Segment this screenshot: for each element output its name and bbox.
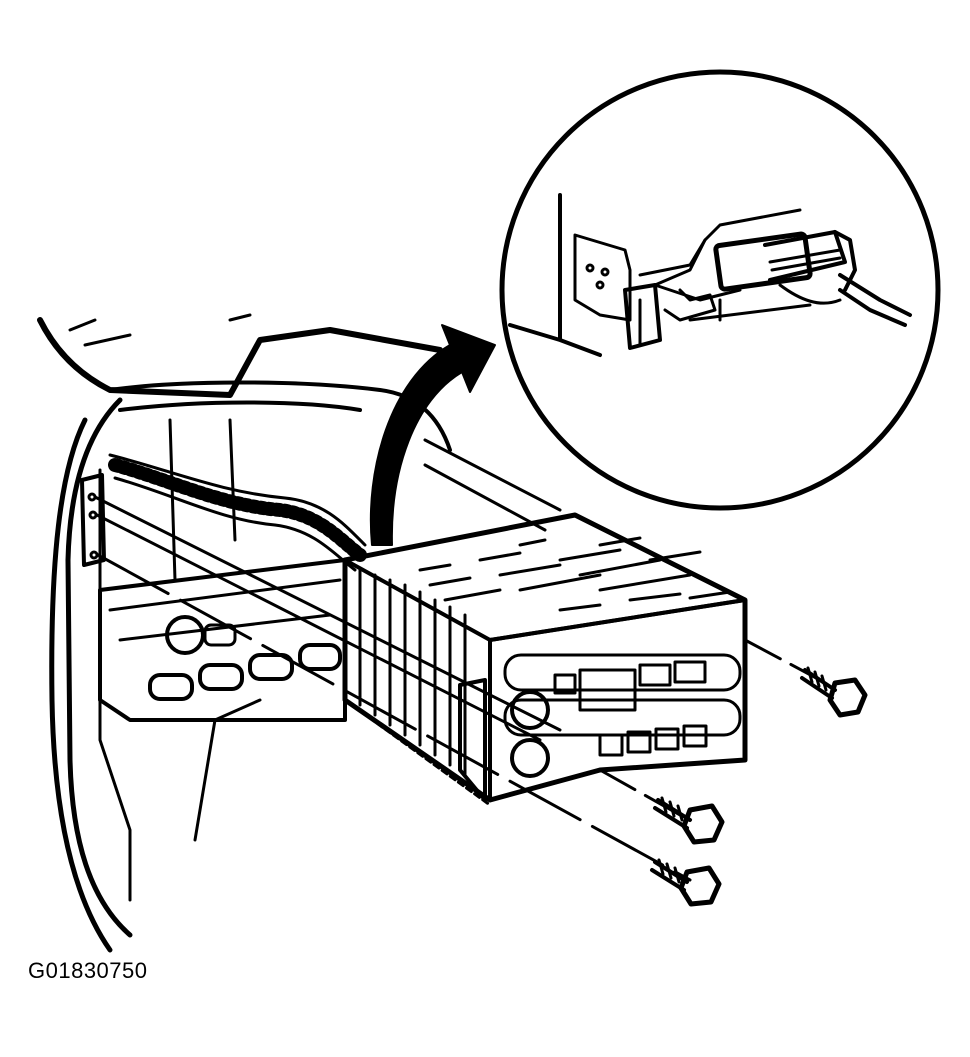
connector-detail-inset [499,69,941,511]
climate-control-panel [98,558,347,722]
dash-trim-strip [108,453,367,572]
bolt-top-right [800,666,868,718]
instrument-panel [37,313,452,953]
bolt-bottom [650,858,722,907]
detail-arrow [369,324,496,546]
figure-code: G01830750 [28,958,148,983]
radio-unit [342,512,748,807]
bolt-middle [653,796,725,845]
